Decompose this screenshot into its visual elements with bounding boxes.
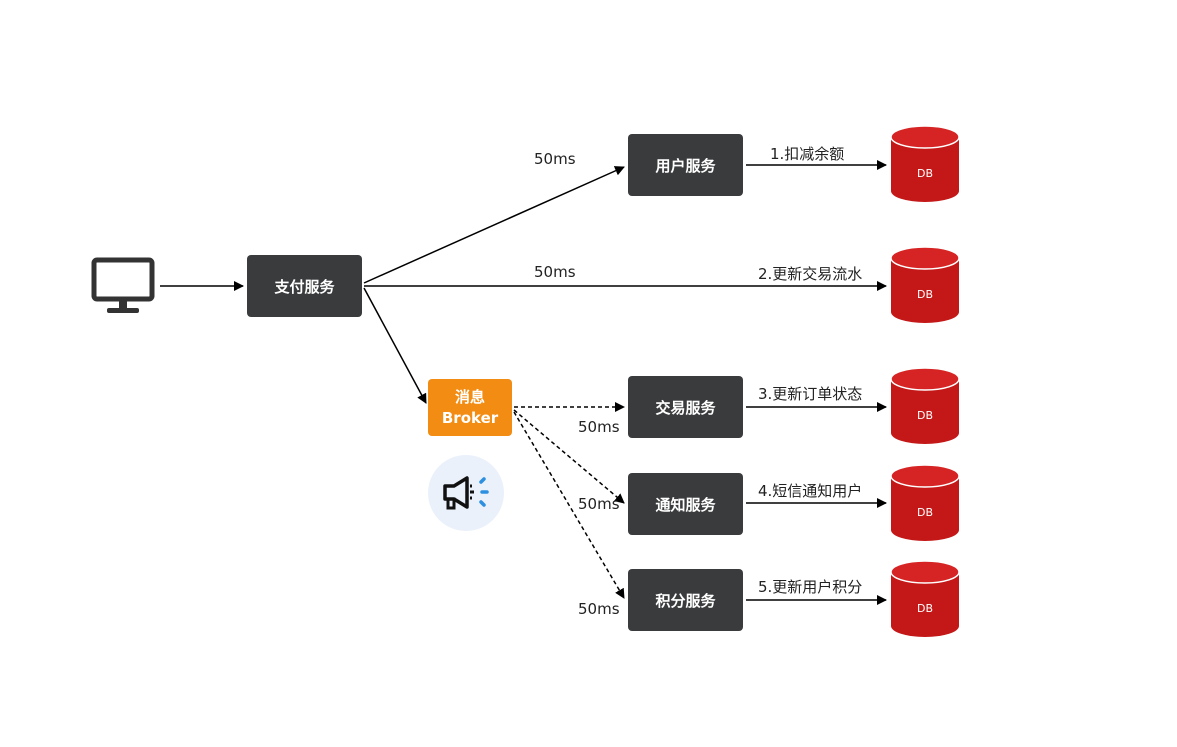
action-label-5: 5.更新用户积分 — [758, 578, 863, 596]
edge-broker-notify — [513, 409, 625, 504]
database-1: DB — [890, 125, 960, 203]
database-label: DB — [916, 288, 934, 301]
database-3: DB — [890, 367, 960, 445]
latency-label-txn: 50ms — [534, 263, 576, 281]
action-label-1: 1.扣减余额 — [770, 145, 845, 163]
broker-label-line1: 消息 — [454, 387, 485, 406]
database-4: DB — [890, 464, 960, 542]
megaphone-badge — [428, 455, 504, 531]
broker-label-line2: Broker — [441, 408, 499, 427]
edge-broker-points — [513, 411, 625, 599]
database-2: DB — [890, 246, 960, 324]
database-icon — [890, 560, 960, 637]
notify-service-label: 通知服务 — [655, 495, 716, 514]
latency-label-notify: 50ms — [578, 495, 620, 513]
points-service-node: 积分服务 — [628, 569, 743, 631]
broker-node: 消息 Broker — [428, 379, 512, 436]
latency-label-points: 50ms — [578, 600, 620, 618]
pay-service-label: 支付服务 — [274, 277, 335, 296]
database-5: DB — [890, 560, 960, 638]
points-service-label: 积分服务 — [655, 591, 716, 610]
trade-service-label: 交易服务 — [655, 398, 716, 417]
user-service-node: 用户服务 — [628, 134, 743, 196]
latency-label-user: 50ms — [534, 150, 576, 168]
megaphone-icon — [443, 476, 489, 510]
trade-service-node: 交易服务 — [628, 376, 743, 438]
database-label: DB — [916, 167, 934, 180]
notify-service-node: 通知服务 — [628, 473, 743, 535]
user-service-label: 用户服务 — [655, 156, 716, 175]
edge-pay-broker — [363, 287, 427, 404]
database-label: DB — [916, 506, 934, 519]
database-icon — [890, 464, 960, 541]
database-icon — [890, 125, 960, 202]
monitor-icon — [91, 257, 155, 313]
edge-pay-user — [363, 166, 625, 284]
database-label: DB — [916, 409, 934, 422]
database-label: DB — [916, 602, 934, 615]
database-icon — [890, 246, 960, 323]
action-label-4: 4.短信通知用户 — [758, 482, 863, 500]
database-icon — [890, 367, 960, 444]
latency-label-trade: 50ms — [578, 418, 620, 436]
pay-service-node: 支付服务 — [247, 255, 362, 317]
action-label-2: 2.更新交易流水 — [758, 265, 863, 283]
action-label-3: 3.更新订单状态 — [758, 385, 863, 403]
